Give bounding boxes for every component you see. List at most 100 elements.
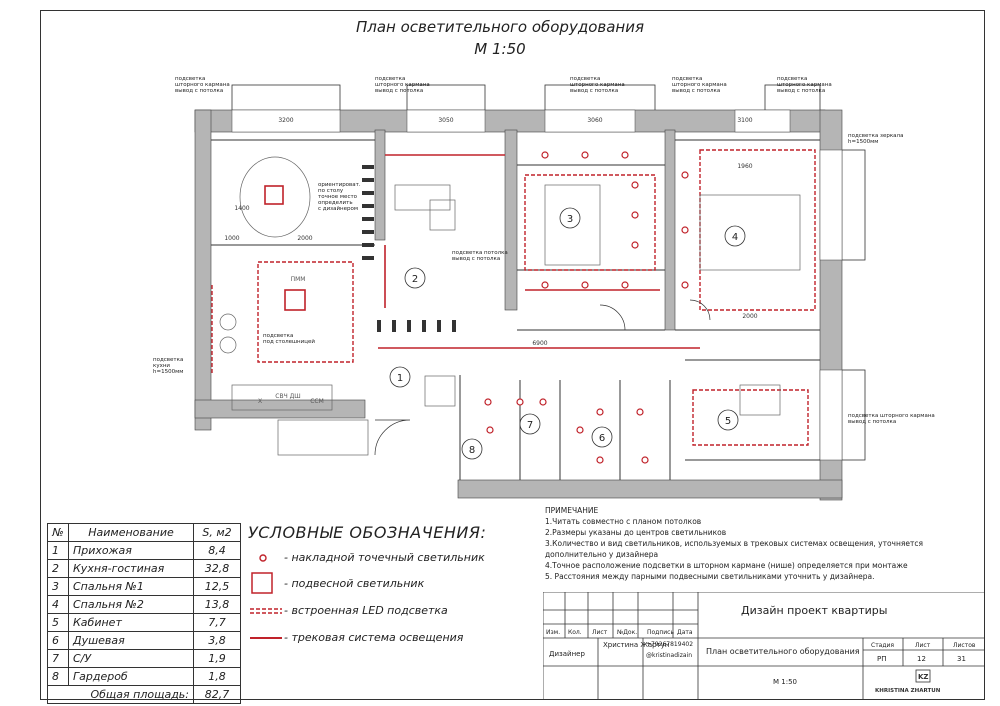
drawing-title: План осветительного оборудования [356, 18, 644, 36]
dim-3060: 3060 [587, 117, 602, 124]
stamp-h-stage: Стадия [871, 642, 894, 649]
dim-2000: 2000 [742, 313, 757, 320]
callout-curtain-cabinet: подсветка шторного кармана вывод с потол… [848, 413, 935, 425]
svg-text:KHRISTINA ZHARTUN: KHRISTINA ZHARTUN [875, 688, 941, 694]
stamp-h-sign: Подпись [647, 629, 674, 636]
legend-title: УСЛОВНЫЕ ОБОЗНАЧЕНИЯ: [248, 523, 487, 542]
callout-curtain-4: подсветка шторного кармана вывод с потол… [672, 76, 727, 94]
rooms-table-header: № Наименование S, м2 [47, 523, 241, 542]
legend-label: - подвесной светильник [284, 576, 425, 590]
col-name: Наименование [68, 523, 194, 542]
room-name: С/У [68, 649, 194, 668]
legend-label: - трековая система освещения [284, 631, 464, 644]
track-symbol-icon [250, 636, 282, 639]
stamp-h-sheets: Листов [953, 642, 976, 649]
stamp-project-title: Дизайн проект квартиры [741, 604, 887, 617]
room-name: Душевая [68, 631, 194, 650]
room-name: Спальня №2 [68, 595, 194, 614]
stamp-h-list: Лист [592, 629, 608, 636]
room-name: Прихожая [68, 541, 194, 560]
callout-kitchen: подсветка кухни h=1500мм [153, 357, 184, 375]
stamp-designer-name: Христина Жартун [603, 641, 669, 649]
svg-text:KZ: KZ [918, 673, 929, 681]
stamp-h-date: Дата [677, 629, 693, 636]
room-area: 1,8 [193, 667, 241, 686]
note-line: 2.Размеры указаны до центров светильнико… [545, 528, 727, 537]
note-line: 4.Точное расположение подсветки в шторно… [545, 561, 908, 570]
room-no: 7 [47, 649, 69, 668]
stamp-role: Дизайнер [549, 650, 585, 658]
callout-curtain-5: подсветка шторного кармана вывод с потол… [777, 76, 832, 94]
dim-1960: 1960 [737, 163, 752, 170]
room-name: Спальня №1 [68, 577, 194, 596]
legend-item-led: - встроенная LED подсветка [250, 604, 448, 617]
total-value: 82,7 [193, 685, 241, 704]
legend-item-spotlight: - накладной точечный светильник [250, 551, 485, 564]
title-block: Изм. Кол. Лист №Док. Подпись Дата Дизайн… [543, 592, 985, 700]
room-2-number: 2 [412, 274, 418, 285]
dim-6900: 6900 [532, 340, 547, 347]
dim-1400: 1400 [234, 205, 249, 212]
callout-mirror: подсветка зеркала h=1500мм [848, 133, 904, 145]
room-7-number: 7 [527, 420, 533, 431]
pendant-symbol-icon [251, 572, 273, 594]
legend-label: - встроенная LED подсветка [284, 604, 448, 617]
room-5-number: 5 [725, 416, 731, 427]
dim-2000-b: 2000 [297, 235, 312, 242]
legend-item-track: - трековая система освещения [250, 631, 463, 644]
legend-label: - накладной точечный светильник [284, 551, 485, 564]
room-no: 5 [47, 613, 69, 632]
room-no: 2 [47, 559, 69, 578]
stamp-h-doc: №Док. [617, 629, 637, 636]
dim-3200: 3200 [278, 117, 293, 124]
stamp-h-kol: Кол. [568, 629, 582, 636]
room-no: 8 [47, 667, 69, 686]
room-name: Кабинет [68, 613, 194, 632]
notes-title: ПРИМЕЧАНИЕ [545, 506, 599, 515]
spotlight-symbol-icon [259, 553, 267, 562]
stamp-sheet-title: План осветительного оборудования [706, 647, 860, 656]
room-6-number: 6 [599, 433, 605, 444]
room-area: 32,8 [193, 559, 241, 578]
room-area: 8,4 [193, 541, 241, 560]
callout-curtain-2: подсветка шторного кармана вывод с потол… [375, 76, 430, 94]
room-no: 1 [47, 541, 69, 560]
drawing-scale: М 1:50 [474, 40, 526, 58]
dim-3050: 3050 [438, 117, 453, 124]
room-8-number: 8 [469, 445, 475, 456]
room-area: 7,7 [193, 613, 241, 632]
room-area: 13,8 [193, 595, 241, 614]
callout-curtain-1: подсветка шторного кармана вывод с потол… [175, 76, 230, 94]
col-area: S, м2 [193, 523, 241, 542]
room-area: 3,8 [193, 631, 241, 650]
room-area: 1,9 [193, 649, 241, 668]
stamp-scale: М 1:50 [773, 678, 797, 686]
washer-label: ССМ [310, 398, 324, 405]
room-no: 4 [47, 595, 69, 614]
room-area: 12,5 [193, 577, 241, 596]
total-label: Общая площадь: [47, 685, 194, 704]
total-row: Общая площадь:82,7 [47, 685, 241, 704]
note-line: 1.Читать совместно с планом потолков [545, 517, 702, 526]
col-number: № [47, 523, 69, 542]
stamp-phone: +79267819402 [646, 641, 693, 648]
dishwasher-label: ПММ [291, 276, 306, 283]
room-name: Гардероб [68, 667, 194, 686]
callout-ceiling: подсветка потолка вывод с потолка [452, 250, 508, 262]
led-strip-symbol-icon [250, 607, 282, 614]
room-1-number: 1 [397, 373, 403, 384]
kz-logo-icon: KZ KHRISTINA ZHARTUN [875, 669, 941, 694]
stamp-instagram: @kristinadizain [646, 652, 692, 659]
room-3-number: 3 [567, 214, 573, 225]
room-no: 3 [47, 577, 69, 596]
stamp-sheets-total: 31 [957, 655, 966, 663]
